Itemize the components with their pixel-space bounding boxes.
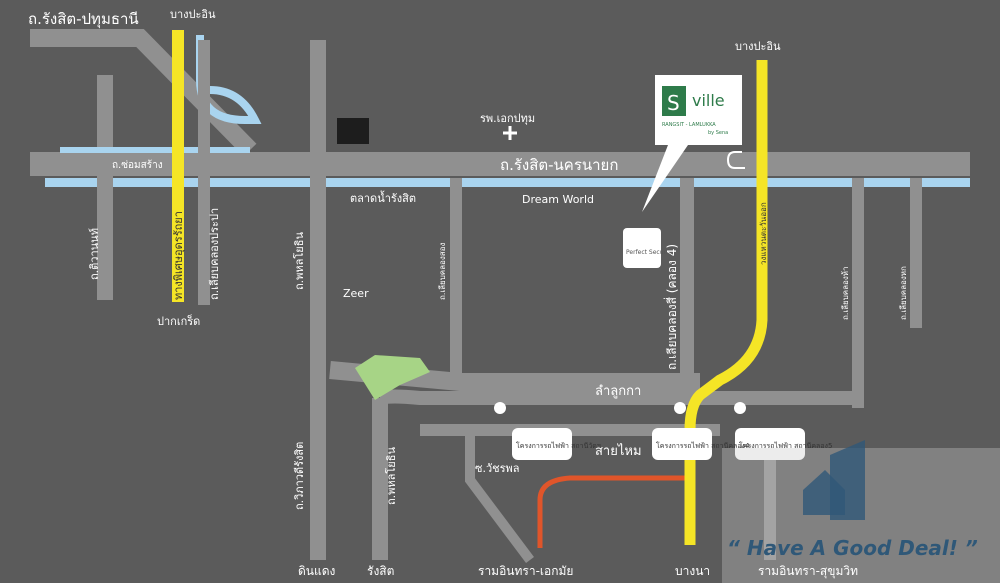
hospital-icon: [503, 126, 517, 140]
road-khlong6: [910, 178, 922, 328]
label-tiwanon: ถ.ติวานนท์: [88, 228, 101, 280]
watermark-house-icon: [803, 470, 845, 515]
label-phahon2: ถ.พหลโยธิน: [384, 447, 398, 505]
label-station2: โครงการรถไฟฟ้า สถานีคลอง4: [656, 441, 750, 450]
label-bangna: บางนา: [675, 564, 710, 578]
label-vibhavadi: ถ.วิภาวดีรังสิต: [293, 442, 306, 510]
label-dream-world: Dream World: [522, 193, 594, 206]
label-station3: โครงการรถไฟฟ้า สถานีคลอง5: [739, 441, 832, 450]
label-station1: โครงการรถไฟฟ้า สถานีวัดฯ: [516, 441, 601, 450]
highway-right: [684, 60, 768, 545]
label-watcharapol: ซ.วัชรพล: [475, 462, 520, 475]
highway-left: [172, 30, 184, 302]
road-khlong2: [450, 178, 462, 378]
label-rangsit-end: รังสิต: [367, 564, 394, 578]
label-dindaeng: ดินแดง: [298, 564, 335, 578]
station-dot-3: [734, 402, 746, 414]
label-watermark: “ Have A Good Deal! ”: [727, 536, 978, 560]
label-rangsit-nakhonnayok: ถ.รังสิต-นครนายก: [500, 156, 618, 174]
label-khlong6: ถ.เลียบคลองหก: [899, 266, 908, 320]
label-chom-sang: ถ.ซ่อมสร้าง: [112, 159, 163, 171]
station-dot-1: [494, 402, 506, 414]
landmark-logo: [337, 118, 369, 144]
road-ramintra-ekkamai: [537, 475, 690, 548]
station-box-2: [652, 428, 712, 460]
station-dot-2: [674, 402, 686, 414]
road-khlong4: [680, 178, 694, 378]
label-project-by: by Sena: [708, 130, 728, 136]
label-ramintra-sukhumvit: รามอินทรา-สุขุมวิท: [758, 564, 858, 579]
golf-course: [355, 355, 430, 400]
road-khlong5: [852, 178, 864, 408]
road-rangsit-nakhonnayok: [30, 152, 970, 176]
label-hospital: รพ.เอกปทุม: [480, 112, 535, 125]
canal-rangsit: [45, 178, 970, 187]
label-khlong2: ถ.เลียบคลองสอง: [438, 243, 447, 300]
label-project-letter: S: [667, 91, 680, 115]
label-phahon-mid: ถ.พหลโยธิน: [292, 232, 306, 290]
label-saimai: สายไหม: [595, 443, 642, 459]
label-lamlukka: ลำลูกกา: [595, 384, 641, 399]
label-project-name: ville: [692, 91, 725, 110]
label-bangpain-left: บางปะอิน: [170, 8, 216, 21]
label-ramintra-ekkamai: รามอินทรา-เอกมัย: [478, 564, 573, 578]
label-liap-prapa: ถ.เลียบคลองประปา: [208, 208, 221, 300]
label-khlong5: ถ.เลียบคลองห้า: [841, 266, 850, 320]
label-pak-kret: ปากเกร็ด: [157, 314, 200, 328]
project-logo-box: [662, 86, 686, 116]
perfect-security-icon: [623, 228, 661, 268]
label-project-sub: RANGSIT - LAMLUKKA: [662, 122, 716, 128]
label-zeer: Zeer: [343, 287, 369, 300]
road-phahon-mid: [310, 40, 326, 560]
road-liap-prapa: [198, 40, 210, 305]
road-saimai: [377, 389, 860, 405]
uturn-icon: [726, 151, 745, 169]
label-ring-road: วงแหวนตะวันออก: [759, 202, 768, 265]
station-box-3: [735, 428, 805, 460]
station-box-1: [512, 428, 572, 460]
road-watcharapol: [465, 430, 534, 563]
label-rangsit-pathum: ถ.รังสิต-ปทุมธานี: [28, 10, 139, 29]
label-bangpain-right: บางปะอิน: [735, 40, 781, 53]
label-khlong4: ถ.เลียบคลองสี่ (คลอง 4): [663, 244, 679, 370]
label-perfect-security: Perfect Security: [626, 249, 674, 256]
label-expressway: ทางพิเศษอุดรรัถยา: [172, 211, 185, 300]
label-market: ตลาดน้ำรังสิต: [350, 190, 416, 205]
